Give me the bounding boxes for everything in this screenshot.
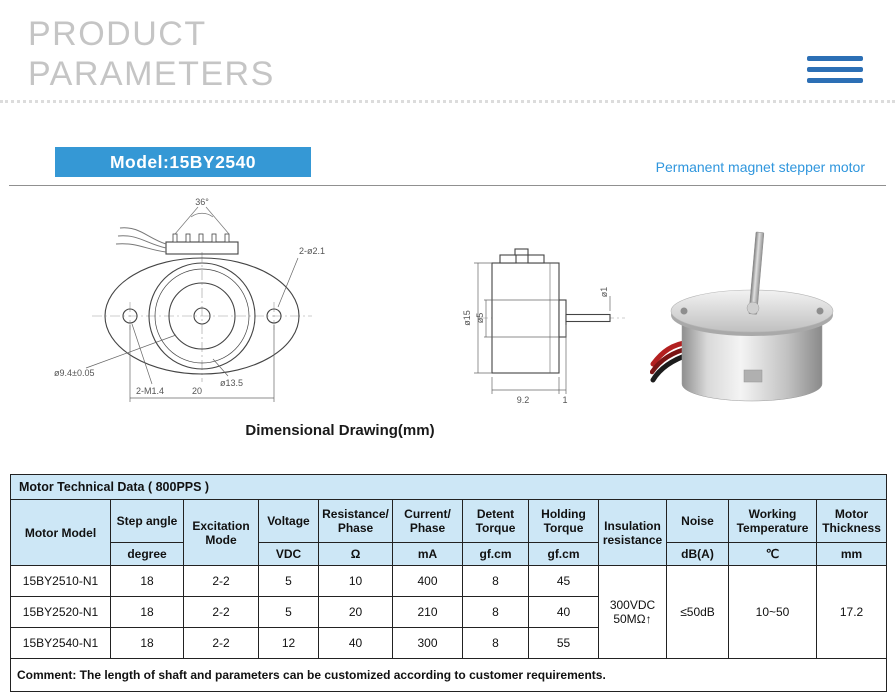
table-row: 15BY2510-N1 18 2-2 5 10 400 8 45 300VDC … [10,565,888,659]
front-dimension-labels: 36° 2-ø2.1 ø9.4±0.05 2-M1.4 ø13.5 20 [54,197,325,396]
motor-type-label: Permanent magnet stepper motor [655,159,865,175]
model-badge: Model:15BY2540 [55,147,311,177]
drawing-caption: Dimensional Drawing(mm) [245,422,435,439]
cell-model: 15BY2520-N1 [10,596,111,628]
cell-detent: 8 [462,627,529,659]
motor-technical-data-table: Motor Technical Data ( 800PPS ) Motor Mo… [9,474,888,692]
side-view-drawing: ø15 ø5 ø1 9.2 1 [462,248,625,405]
col-header-noise: Noise [666,499,729,543]
cell-temperature: 10~50 [728,565,817,659]
unit-current: mA [392,542,463,566]
front-view-drawing: 36° 2-ø2.1 ø9.4±0.05 2-M1.4 ø13.5 20 [54,197,325,402]
cell-holding: 40 [528,596,599,628]
body-diameter-label: ø15 [462,310,472,326]
unit-noise: dB(A) [666,542,729,566]
shaft-diameter-label: ø1 [599,287,609,298]
side-dimension-lines [474,262,611,394]
col-header-excitation-mode: Excitation Mode [183,499,259,566]
cell-current: 300 [392,627,463,659]
cell-excitation: 2-2 [183,596,259,628]
cell-step-angle: 18 [110,596,184,628]
table-row: 15BY2520-N1 18 2-2 5 20 210 8 40 [10,596,887,628]
motor-body-outline [491,248,611,374]
unit-resistance: Ω [318,542,393,566]
cell-current: 210 [392,596,463,628]
col-header-working-temperature: Working Temperature [728,499,817,543]
table-comment: Comment: The length of shaft and paramet… [9,658,888,692]
cell-resistance: 10 [318,565,393,597]
dimension-leaders [85,257,299,402]
hamburger-menu-icon[interactable] [807,56,863,89]
motor-body-notch [743,369,763,383]
unit-thickness: mm [815,542,888,566]
lead-wires [115,227,167,253]
cell-voltage: 12 [258,627,319,659]
page-title-line1: PRODUCT [28,15,207,53]
boss-diameter-label: ø5 [475,313,485,324]
menu-bar [807,67,863,72]
angle-dimension-lines [174,206,230,235]
body-length-label: 9.2 [517,395,530,405]
flange-hole-right [816,307,824,315]
boss-length-label: 1 [562,395,567,405]
col-header-resistance: Resistance/ Phase [318,499,393,543]
col-header-motor-model: Motor Model [10,499,111,566]
cell-excitation: 2-2 [183,627,259,659]
unit-holding: gf.cm [528,542,599,566]
col-header-voltage: Voltage [258,499,319,543]
cell-excitation: 2-2 [183,565,259,597]
unit-detent: gf.cm [462,542,529,566]
col-header-insulation: Insulation resistance [598,499,667,566]
cell-model: 15BY2510-N1 [10,565,111,597]
table-title: Motor Technical Data ( 800PPS ) [9,474,888,500]
unit-voltage: VDC [258,542,319,566]
center-lines [92,252,312,382]
menu-bar [807,78,863,83]
cell-step-angle: 18 [110,565,184,597]
side-dimension-labels: ø15 ø5 ø1 9.2 1 [462,287,609,405]
dimensional-drawings-section: 36° 2-ø2.1 ø9.4±0.05 2-M1.4 ø13.5 20 [0,186,895,448]
thread-dimension-label: 2-M1.4 [136,386,164,396]
shaft-hub [746,301,760,315]
cell-detent: 8 [462,596,529,628]
col-header-step-angle: Step angle [110,499,184,543]
dotted-divider [0,100,895,103]
cell-holding: 55 [528,627,599,659]
unit-temperature: ℃ [728,542,817,566]
motor-photo [650,231,834,402]
flange-hole-left [680,307,688,315]
col-header-motor-thickness: Motor Thickness [815,499,888,543]
hole-dimension-label: 2-ø2.1 [299,246,325,256]
menu-bar [807,56,863,61]
cell-resistance: 20 [318,596,393,628]
cell-voltage: 5 [258,596,319,628]
pilot-dimension-label: ø9.4±0.05 [54,368,94,378]
divider-line [9,185,886,186]
cell-model: 15BY2540-N1 [10,627,111,659]
cell-current: 400 [392,565,463,597]
cell-holding: 45 [528,565,599,597]
motor-body [681,316,823,402]
page-title-line2: PARAMETERS [28,55,275,93]
cell-insulation: 300VDC 50MΩ↑ [598,565,667,659]
cell-noise: ≤50dB [666,565,729,659]
connector-pins [172,233,230,243]
circle-dimension-label: ø13.5 [220,378,243,388]
col-header-current: Current/ Phase [392,499,463,543]
page-header: PRODUCT PARAMETERS [0,0,895,94]
cell-resistance: 40 [318,627,393,659]
cell-thickness: 17.2 [815,565,888,659]
angle-dimension-label: 36° [195,197,209,207]
unit-step-angle: degree [110,542,184,566]
spacing-dimension-label: 20 [192,386,202,396]
page-title: PRODUCT PARAMETERS [0,0,895,94]
col-header-holding-torque: Holding Torque [528,499,599,543]
cell-voltage: 5 [258,565,319,597]
col-header-detent-torque: Detent Torque [462,499,529,543]
model-bar: Model:15BY2540 Permanent magnet stepper … [0,147,895,177]
cell-step-angle: 18 [110,627,184,659]
cell-detent: 8 [462,565,529,597]
